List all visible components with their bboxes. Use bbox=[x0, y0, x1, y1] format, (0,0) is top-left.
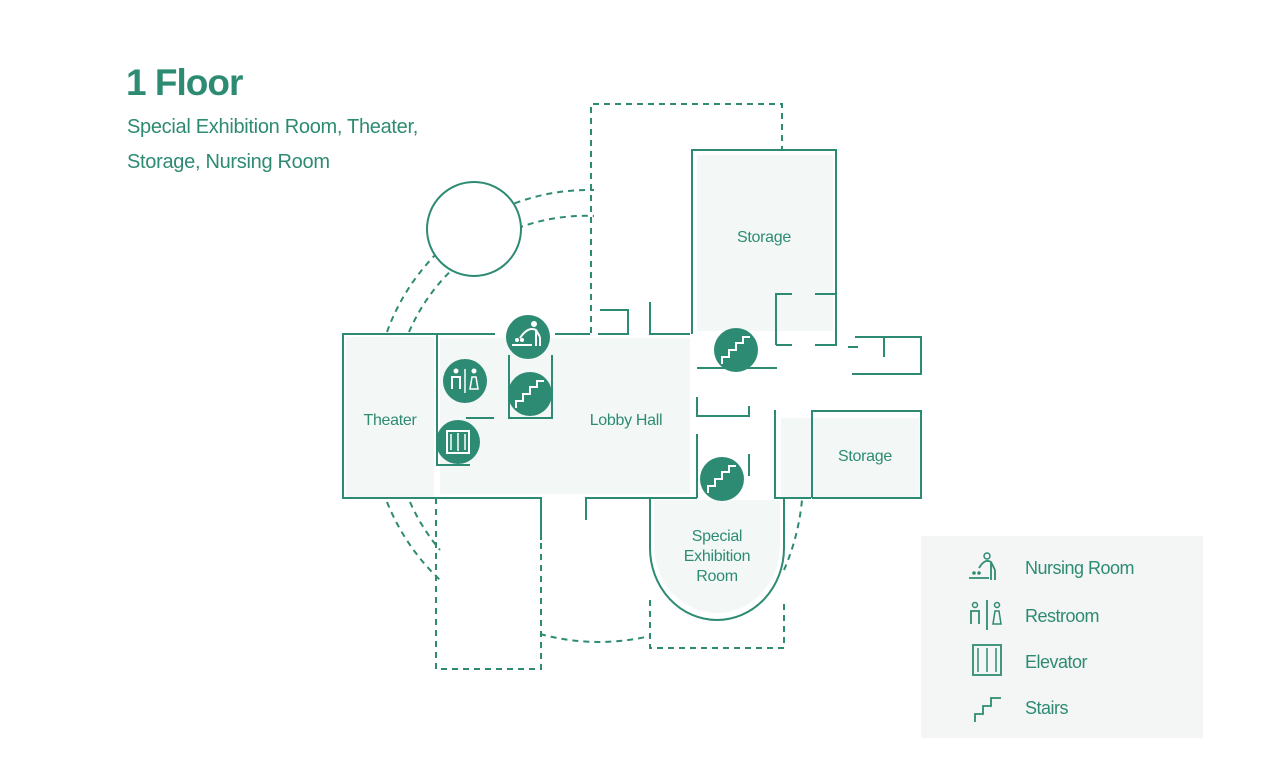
restroom-icon bbox=[970, 600, 1002, 630]
legend-label-restroom: Restroom bbox=[1025, 606, 1100, 626]
room-label-lobby: Lobby Hall bbox=[590, 412, 663, 429]
map-restroom-icon[interactable] bbox=[443, 359, 487, 403]
map-stairs-icon[interactable] bbox=[508, 372, 552, 416]
floor-title: 1 Floor bbox=[126, 62, 243, 103]
room-fills bbox=[346, 155, 919, 613]
map-stairs-icon-3[interactable] bbox=[700, 457, 744, 501]
round-tower bbox=[426, 181, 522, 277]
floor-subtitle: Special Exhibition Room, Theater, Storag… bbox=[127, 110, 487, 180]
elevator-icon bbox=[972, 644, 1002, 676]
nursing-room-icon bbox=[969, 552, 996, 580]
map-elevator-icon[interactable] bbox=[436, 420, 480, 464]
room-label-theater: Theater bbox=[363, 412, 417, 429]
legend-item-restroom: Restroom bbox=[921, 596, 1203, 636]
map-stairs-icon-2[interactable] bbox=[714, 328, 758, 372]
room-label-storage-right: Storage bbox=[838, 448, 892, 465]
map-nursing-icon[interactable] bbox=[506, 315, 550, 359]
walls bbox=[342, 149, 922, 621]
legend-label-stairs: Stairs bbox=[1025, 698, 1069, 718]
stairs-icon bbox=[974, 697, 1001, 722]
subtitle-line-1: Special Exhibition Room, Theater, bbox=[127, 116, 419, 138]
legend: Nursing Room Restroom Elevator Stairs bbox=[921, 536, 1203, 738]
room-label-special-2: Exhibition bbox=[684, 548, 750, 565]
room-label-special-3: Room bbox=[696, 568, 737, 585]
legend-label-elevator: Elevator bbox=[1025, 652, 1088, 672]
room-label-storage-top: Storage bbox=[737, 229, 791, 246]
legend-item-nursing: Nursing Room bbox=[921, 548, 1203, 588]
legend-label-nursing: Nursing Room bbox=[1025, 558, 1135, 578]
subtitle-line-2: Storage, Nursing Room bbox=[127, 151, 330, 173]
legend-item-elevator: Elevator bbox=[921, 642, 1203, 682]
room-label-special-1: Special bbox=[692, 528, 742, 545]
legend-item-stairs: Stairs bbox=[921, 688, 1203, 728]
